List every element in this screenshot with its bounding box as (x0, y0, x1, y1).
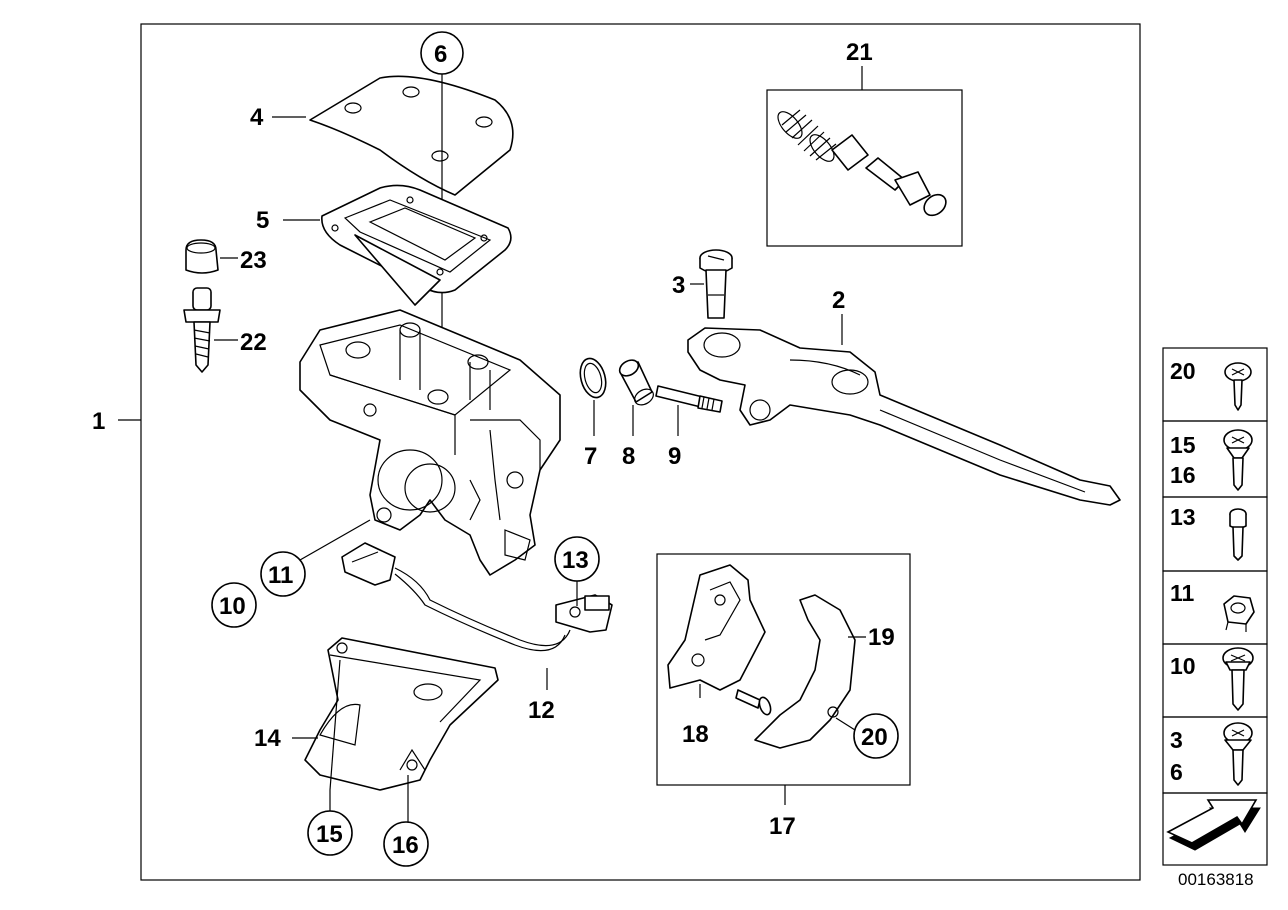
callout-7: 7 (584, 443, 597, 470)
reservoir-cover (309, 75, 514, 196)
callout-1: 1 (92, 408, 105, 435)
rubber-cap (185, 239, 219, 274)
callout-11: 11 (268, 562, 293, 589)
main-frame (140, 23, 1141, 881)
callout-14: 14 (254, 725, 281, 752)
fastener-legend (1162, 347, 1268, 866)
flat-head-screw-icon (1222, 647, 1254, 711)
callout-20: 20 (861, 724, 888, 751)
brake-light-switch (341, 542, 613, 652)
next-arrow-icon[interactable] (1166, 799, 1261, 851)
legend-label-6: 6 (1170, 759, 1183, 785)
callout-2: 2 (832, 287, 845, 314)
callout-22: 22 (240, 329, 267, 356)
socket-cap-screw-icon (1229, 508, 1247, 561)
legend-label-16: 16 (1170, 462, 1196, 488)
phillips-screw-icon (1223, 722, 1253, 786)
hex-nut-icon (1223, 595, 1255, 632)
piston-kit-box (766, 89, 963, 247)
legend-label-11: 11 (1170, 580, 1195, 606)
callout-12: 12 (528, 697, 555, 724)
lever-screw (699, 249, 733, 319)
callout-9: 9 (668, 443, 681, 470)
callout-23: 23 (240, 247, 267, 274)
countersunk-screw-icon (1223, 429, 1253, 491)
callout-4: 4 (250, 104, 264, 131)
switch-cover (754, 594, 856, 749)
callout-10-circle (211, 582, 257, 628)
brake-lever (687, 327, 1121, 506)
bushing (618, 359, 654, 406)
callout-16-circle (383, 821, 429, 867)
callout-3: 3 (672, 272, 685, 299)
callout-13: 13 (562, 547, 589, 574)
bleed-valve (183, 287, 221, 373)
piston-kit (777, 109, 947, 217)
switch-kit-box (656, 553, 911, 786)
small-screw (735, 689, 772, 716)
lower-cover (304, 637, 499, 791)
callout-18: 18 (682, 721, 709, 748)
circlip-ring (579, 357, 607, 399)
callout-15-circle (307, 810, 353, 856)
round-head-screw-icon (1224, 362, 1252, 411)
callout-16: 16 (392, 832, 419, 859)
callout-6: 6 (434, 41, 447, 68)
legend-label-3: 3 (1170, 727, 1183, 753)
callout-5: 5 (256, 207, 269, 234)
pivot-pin (655, 385, 723, 413)
callout-20-circle (853, 713, 899, 759)
callout-15: 15 (316, 821, 343, 848)
callout-17: 17 (769, 813, 796, 840)
reservoir-diaphragm (321, 184, 512, 306)
callout-10: 10 (219, 593, 246, 620)
switch-bracket (667, 564, 766, 691)
callout-19: 19 (868, 624, 895, 651)
legend-label-20: 20 (1170, 358, 1196, 384)
callout-21: 21 (846, 39, 873, 66)
legend-label-10: 10 (1170, 653, 1196, 679)
callout-8: 8 (622, 443, 635, 470)
image-code: 00163818 (1178, 870, 1254, 889)
master-cylinder-housing (299, 309, 561, 576)
legend-label-15: 15 (1170, 432, 1196, 458)
callout-11-circle (260, 551, 306, 597)
legend-label-13: 13 (1170, 504, 1196, 530)
